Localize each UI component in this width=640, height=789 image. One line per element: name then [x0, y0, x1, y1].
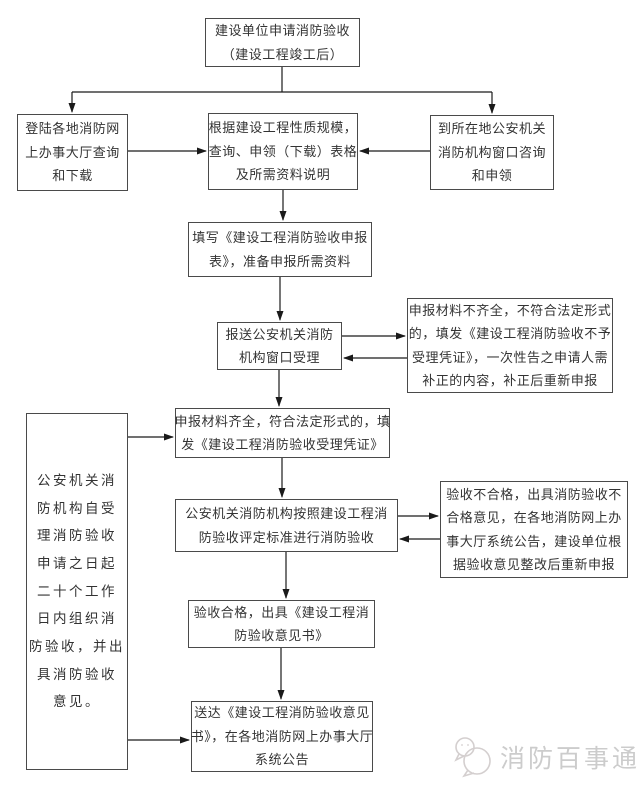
node-conduct-inspection: 公安机关消防机构按照建设工程消 防验收评定标准进行消防验收 [175, 499, 398, 552]
node-get-forms: 根据建设工程性质规模， 查询、申领（下载）表格 及所需资料说明 [208, 113, 358, 190]
node-fill-declaration-form: 填写《建设工程消防验收申报 表》，准备申报所需资料 [188, 222, 372, 277]
chat-bubbles-icon [454, 737, 491, 778]
node-inspection-passed: 验收合格，出具《建设工程消 防验收意见书》 [188, 600, 375, 648]
node-materials-incomplete: 申报材料不齐全，不符合法定形式 的，填发《建设工程消防验收不予 受理凭证》，一次… [407, 298, 613, 393]
node-apply-acceptance-text: 建设单位申请消防验收 （建设工程竣工后） [214, 23, 350, 62]
node-fill-declaration-form-text: 填写《建设工程消防验收申报 表》，准备申报所需资料 [192, 230, 368, 269]
node-materials-complete: 申报材料齐全，符合法定形式的，填 发《建设工程消防验收受理凭证》 [175, 408, 390, 458]
node-materials-incomplete-text: 申报材料不齐全，不符合法定形式 的，填发《建设工程消防验收不予 受理凭证》，一次… [408, 302, 612, 388]
node-twenty-day-timeline: 公安机关消 防机构自受 理消防验收 申请之日起 二十个工作 日内组织消 防验收，… [26, 413, 128, 770]
node-inspection-passed-text: 验收合格，出具《建设工程消 防验收意见书》 [193, 604, 370, 643]
node-submit-to-window-text: 报送公安机关消防 机构窗口受理 [225, 326, 334, 365]
node-deliver-opinion: 送达《建设工程消防验收意见 书》，在各地消防网上办事大厅 系统公告 [191, 701, 373, 772]
node-window-consult: 到所在地公安机关 消防机构窗口咨询 和申领 [430, 115, 554, 190]
node-online-service-hall-text: 登陆各地消防网 上办事大厅查询 和下载 [25, 121, 120, 184]
node-get-forms-text: 根据建设工程性质规模， 查询、申领（下载）表格 及所需资料说明 [208, 120, 358, 183]
node-apply-acceptance: 建设单位申请消防验收 （建设工程竣工后） [205, 18, 360, 67]
node-window-consult-text: 到所在地公安机关 消防机构窗口咨询 和申领 [437, 121, 546, 184]
node-deliver-opinion-text: 送达《建设工程消防验收意见 书》，在各地消防网上办事大厅 系统公告 [190, 705, 374, 768]
node-twenty-day-timeline-text: 公安机关消 防机构自受 理消防验收 申请之日起 二十个工作 日内组织消 防验收，… [29, 472, 125, 710]
node-materials-complete-text: 申报材料齐全，符合法定形式的，填 发《建设工程消防验收受理凭证》 [174, 413, 391, 452]
node-inspection-failed: 验收不合格，出具消防验收不 合格意见，在各地消防网上办 事大厅系统公告，建设单位… [440, 481, 628, 578]
node-inspection-failed-text: 验收不合格，出具消防验收不 合格意见，在各地消防网上办 事大厅系统公告，建设单位… [446, 486, 622, 572]
node-online-service-hall: 登陆各地消防网 上办事大厅查询 和下载 [17, 114, 128, 191]
node-submit-to-window: 报送公安机关消防 机构窗口受理 [217, 322, 342, 370]
brand-watermark: 消防百事通 [450, 733, 640, 781]
brand-watermark-text: 消防百事通 [500, 746, 640, 773]
node-conduct-inspection-text: 公安机关消防机构按照建设工程消 防验收评定标准进行消防验收 [185, 506, 388, 545]
